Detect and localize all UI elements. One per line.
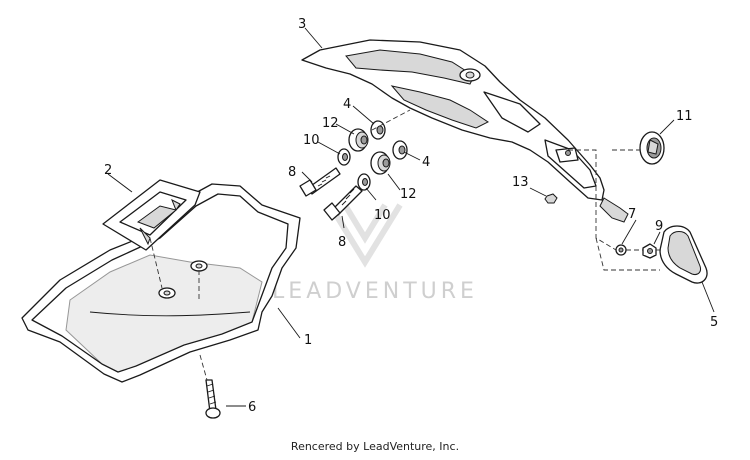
part-9-nut[interactable] — [642, 243, 657, 259]
callout-4-upper: 4 — [343, 97, 351, 112]
callout-12-lower: 12 — [400, 187, 417, 202]
callout-10-lower: 10 — [374, 208, 391, 223]
part-8-bolt-lower[interactable] — [323, 185, 363, 221]
leadventure-watermark-logo — [327, 203, 403, 268]
part-10-spacer-upper[interactable] — [337, 148, 351, 166]
part-12-grommet-upper[interactable] — [348, 128, 369, 152]
part-11-reflector[interactable] — [639, 131, 665, 165]
part-5-rear-light[interactable] — [659, 225, 708, 284]
leader-lines — [107, 27, 715, 407]
part-3-rear-fender[interactable] — [301, 39, 629, 223]
part-12-grommet-lower[interactable] — [370, 151, 391, 175]
assembly-dashed-lines — [149, 109, 664, 381]
part-13-nut[interactable] — [544, 193, 558, 204]
callout-2: 2 — [104, 163, 112, 178]
part-6-screw[interactable] — [205, 379, 221, 419]
callout-10-upper: 10 — [303, 133, 320, 148]
part-8-bolt-upper[interactable] — [299, 167, 341, 197]
callout-4-lower: 4 — [422, 155, 430, 170]
callout-9: 9 — [655, 219, 663, 234]
callout-5: 5 — [710, 315, 718, 330]
callout-8-upper: 8 — [288, 165, 296, 180]
part-4-washer-lower[interactable] — [392, 140, 408, 160]
callout-8-lower: 8 — [338, 235, 346, 250]
callout-11: 11 — [676, 109, 693, 124]
part-7-washer[interactable] — [615, 244, 627, 256]
rendered-by-footer: Rencered by LeadVenture, Inc. — [290, 440, 460, 453]
part-1-mud-flap[interactable] — [21, 183, 301, 383]
callout-6: 6 — [248, 400, 256, 415]
callout-3: 3 — [298, 17, 306, 32]
watermark-text: LEADVENTURE — [272, 279, 478, 304]
callout-12-upper: 12 — [322, 116, 339, 131]
callout-7: 7 — [628, 207, 636, 222]
callout-13: 13 — [512, 175, 529, 190]
callout-1: 1 — [304, 333, 312, 348]
part-2-bracket-plate[interactable] — [102, 179, 201, 251]
part-10-spacer-lower[interactable] — [357, 173, 371, 191]
